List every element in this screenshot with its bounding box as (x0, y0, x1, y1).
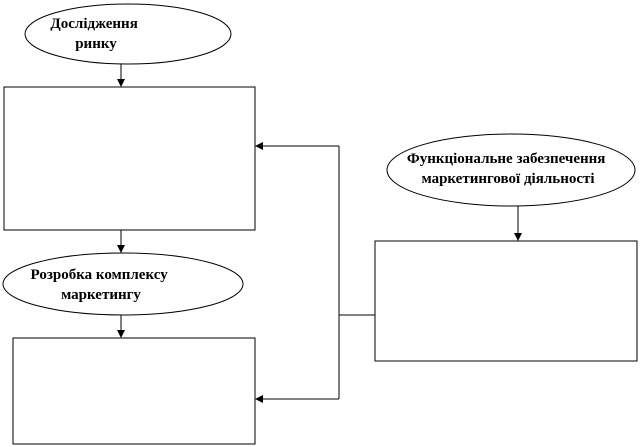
svg-text:Дослідження ринку: Дослідження ринку (50, 16, 141, 52)
market-research-label-line-2: ринку (75, 36, 117, 52)
marketing-complex-label-line-1: Розробка комплексу (31, 267, 169, 283)
market-research-label-line-1: Дослідження (50, 16, 137, 32)
svg-text:Функціональне забезпечення: Функціональне забезпечення маркетингової… (407, 151, 609, 187)
arrow-marketing-complex-to-box (117, 315, 125, 338)
marketing-complex-label-line-2: маркетингу (61, 287, 141, 303)
arrow-functional-support-to-box (514, 206, 522, 241)
oval-market-research: Дослідження ринку (24, 3, 232, 65)
functional-support-label-line-1: Функціональне забезпечення (407, 151, 606, 167)
arrow-research-to-box (117, 64, 125, 87)
oval-functional-support: Функціональне забезпечення маркетингової… (386, 133, 636, 207)
box-right (374, 240, 638, 362)
box-bottom-left (12, 337, 256, 445)
box-top-left (3, 86, 256, 231)
arrow-box-to-marketing-complex (117, 230, 125, 253)
functional-support-label-line-2: маркетингової діяльності (421, 171, 594, 187)
feedback-connector (255, 142, 375, 403)
svg-text:Розробка комплексу марке: Розробка комплексу маркетингу (31, 267, 172, 303)
oval-marketing-complex: Розробка комплексу маркетингу (2, 252, 244, 316)
